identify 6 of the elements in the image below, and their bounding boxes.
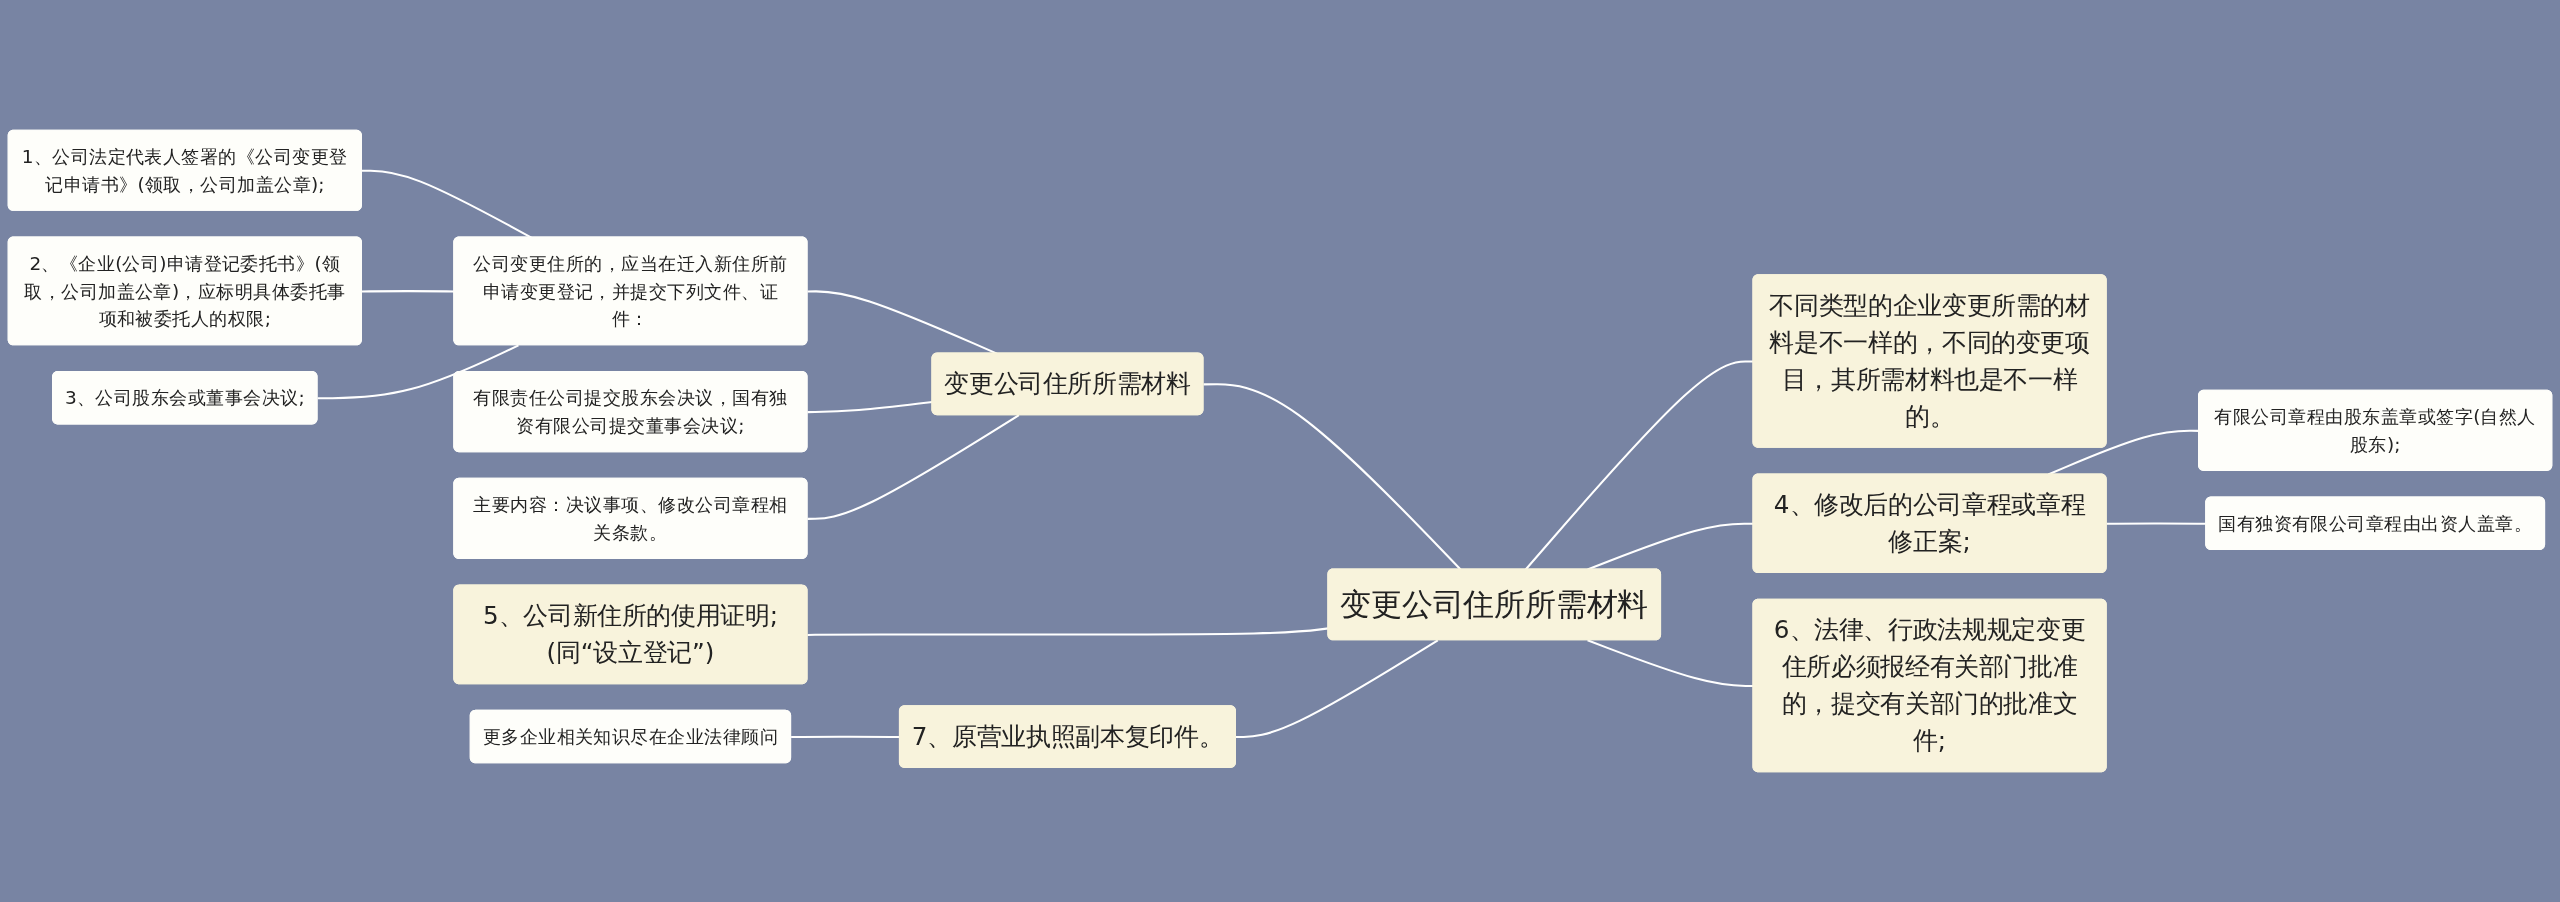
connector [317,344,519,400]
connector [791,735,900,739]
connector [361,169,532,239]
connector [1235,639,1439,739]
connector [807,414,1020,520]
connector [807,290,998,355]
